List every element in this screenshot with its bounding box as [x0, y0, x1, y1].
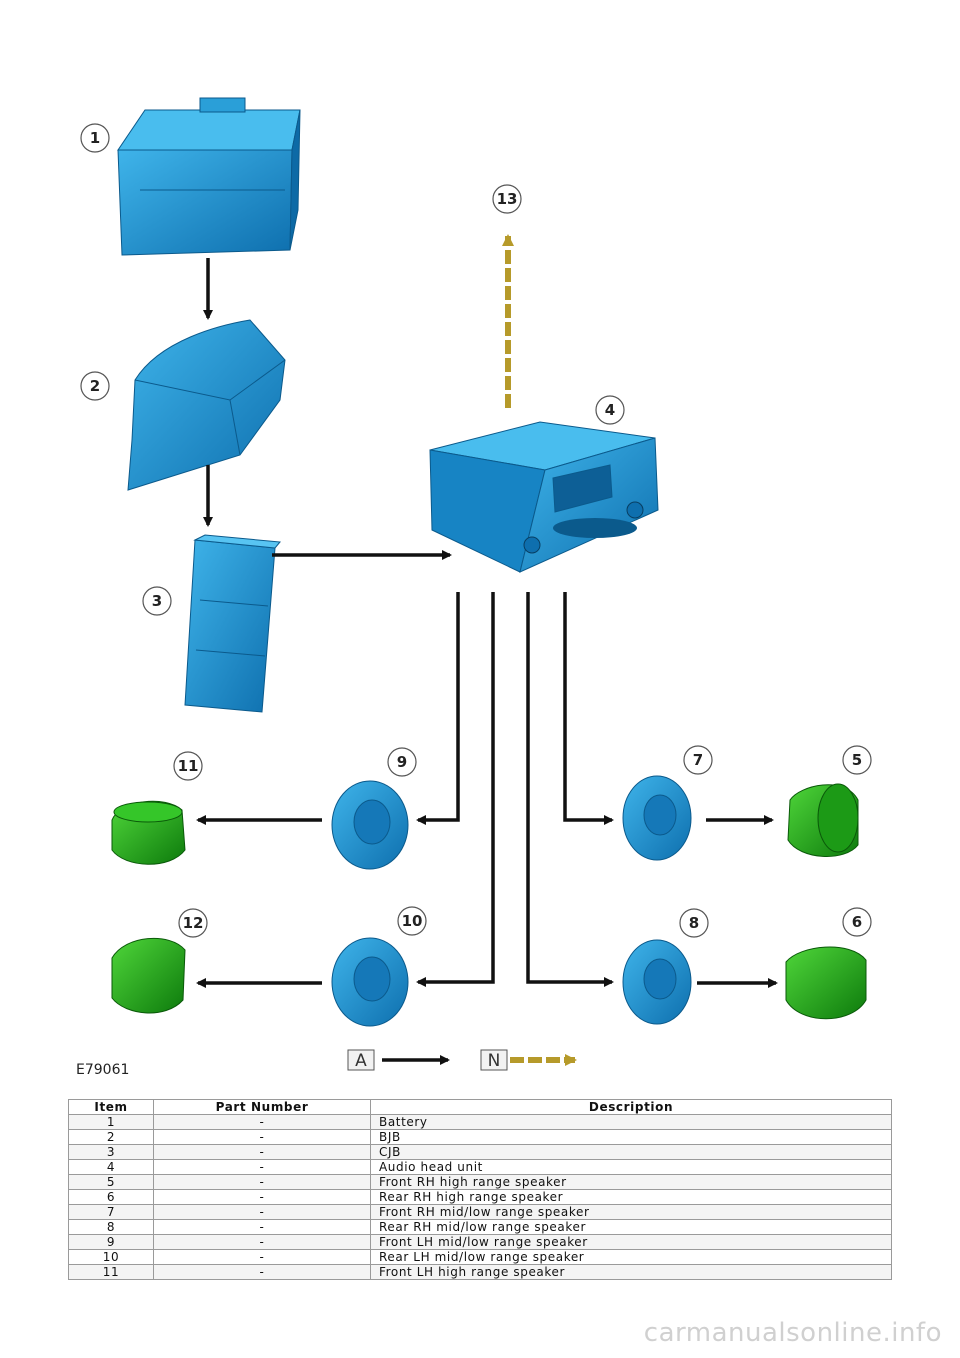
- callout-12: 12: [183, 914, 204, 932]
- legend-n-label: N: [488, 1051, 501, 1071]
- callout-5: 5: [852, 751, 862, 769]
- callout-4: 4: [605, 401, 615, 419]
- cell-item: 2: [68, 1129, 154, 1145]
- callout-11: 11: [178, 757, 199, 775]
- table-row: 2-BJB: [68, 1129, 892, 1145]
- header-part-number: Part Number: [153, 1099, 371, 1115]
- watermark: carmanualsonline.info: [643, 1318, 942, 1348]
- table-row: 6-Rear RH high range speaker: [68, 1189, 892, 1205]
- cell-item: 6: [68, 1189, 154, 1205]
- cell-description: Rear LH mid/low range speaker: [370, 1249, 892, 1265]
- table-row: 1-Battery: [68, 1114, 892, 1130]
- cell-description: BJB: [370, 1129, 892, 1145]
- network-arrow: [502, 234, 577, 1066]
- cjb-component: [184, 534, 281, 713]
- front-lh-high-range-speaker-variant: [111, 937, 186, 1014]
- cell-item: 5: [68, 1174, 154, 1190]
- cell-description: Rear RH mid/low range speaker: [370, 1219, 892, 1235]
- cell-description: Audio head unit: [370, 1159, 892, 1175]
- cell-item: 3: [68, 1144, 154, 1160]
- audio-head-unit-component: [429, 421, 659, 573]
- cell-description: Battery: [370, 1114, 892, 1130]
- rear-lh-mid-low-speaker: [331, 937, 409, 1027]
- cell-part-number: -: [153, 1174, 371, 1190]
- cell-item: 11: [68, 1264, 154, 1280]
- callouts: [80, 123, 872, 938]
- table-row: 5-Front RH high range speaker: [68, 1174, 892, 1190]
- front-rh-high-range-speaker: [787, 783, 859, 857]
- cell-description: Front LH high range speaker: [370, 1264, 892, 1280]
- callout-7: 7: [693, 751, 703, 769]
- table-header-row: Item Part Number Description: [68, 1099, 892, 1115]
- rear-rh-mid-low-speaker: [622, 939, 692, 1025]
- cell-part-number: -: [153, 1159, 371, 1175]
- cell-item: 7: [68, 1204, 154, 1220]
- front-lh-mid-low-speaker: [331, 780, 409, 870]
- table-row: 10-Rear LH mid/low range speaker: [68, 1249, 892, 1265]
- legend: [347, 1049, 508, 1071]
- audio-system-diagram: 1 2 3 4 5 6 7 8 9 10 11 12 13 A N: [80, 97, 872, 1071]
- table-row: 11-Front LH high range speaker: [68, 1264, 892, 1280]
- front-rh-mid-low-speaker: [622, 775, 692, 861]
- cell-description: Rear RH high range speaker: [370, 1189, 892, 1205]
- cell-description: Front RH mid/low range speaker: [370, 1204, 892, 1220]
- cell-part-number: -: [153, 1144, 371, 1160]
- cell-description: CJB: [370, 1144, 892, 1160]
- cell-item: 1: [68, 1114, 154, 1130]
- cell-part-number: -: [153, 1189, 371, 1205]
- battery-component: [117, 97, 301, 256]
- callout-2: 2: [90, 377, 100, 395]
- connection-arrows: [196, 258, 778, 1065]
- callout-6: 6: [852, 913, 862, 931]
- cell-part-number: -: [153, 1264, 371, 1280]
- callout-3: 3: [152, 592, 162, 610]
- callout-9: 9: [397, 753, 407, 771]
- callout-13: 13: [497, 190, 518, 208]
- table-row: 8-Rear RH mid/low range speaker: [68, 1219, 892, 1235]
- figure-id: E79061: [76, 1062, 130, 1078]
- cell-description: Front RH high range speaker: [370, 1174, 892, 1190]
- cell-part-number: -: [153, 1249, 371, 1265]
- cell-item: 4: [68, 1159, 154, 1175]
- cell-part-number: -: [153, 1234, 371, 1250]
- cell-part-number: -: [153, 1129, 371, 1145]
- rear-rh-high-range-speaker: [785, 946, 867, 1020]
- table-row: 9-Front LH mid/low range speaker: [68, 1234, 892, 1250]
- cell-description: Front LH mid/low range speaker: [370, 1234, 892, 1250]
- table-row: 3-CJB: [68, 1144, 892, 1160]
- cell-part-number: -: [153, 1204, 371, 1220]
- table-row: 4-Audio head unit: [68, 1159, 892, 1175]
- cell-part-number: -: [153, 1114, 371, 1130]
- cell-item: 9: [68, 1234, 154, 1250]
- cell-part-number: -: [153, 1219, 371, 1235]
- legend-a-label: A: [355, 1051, 367, 1071]
- bjb-component: [127, 319, 286, 491]
- callout-10: 10: [402, 912, 423, 930]
- cell-item: 10: [68, 1249, 154, 1265]
- callout-1: 1: [90, 129, 100, 147]
- front-lh-high-range-speaker: [111, 800, 186, 865]
- header-description: Description: [370, 1099, 892, 1115]
- callout-8: 8: [689, 914, 699, 932]
- table-row: 7-Front RH mid/low range speaker: [68, 1204, 892, 1220]
- cell-item: 8: [68, 1219, 154, 1235]
- header-item: Item: [68, 1099, 154, 1115]
